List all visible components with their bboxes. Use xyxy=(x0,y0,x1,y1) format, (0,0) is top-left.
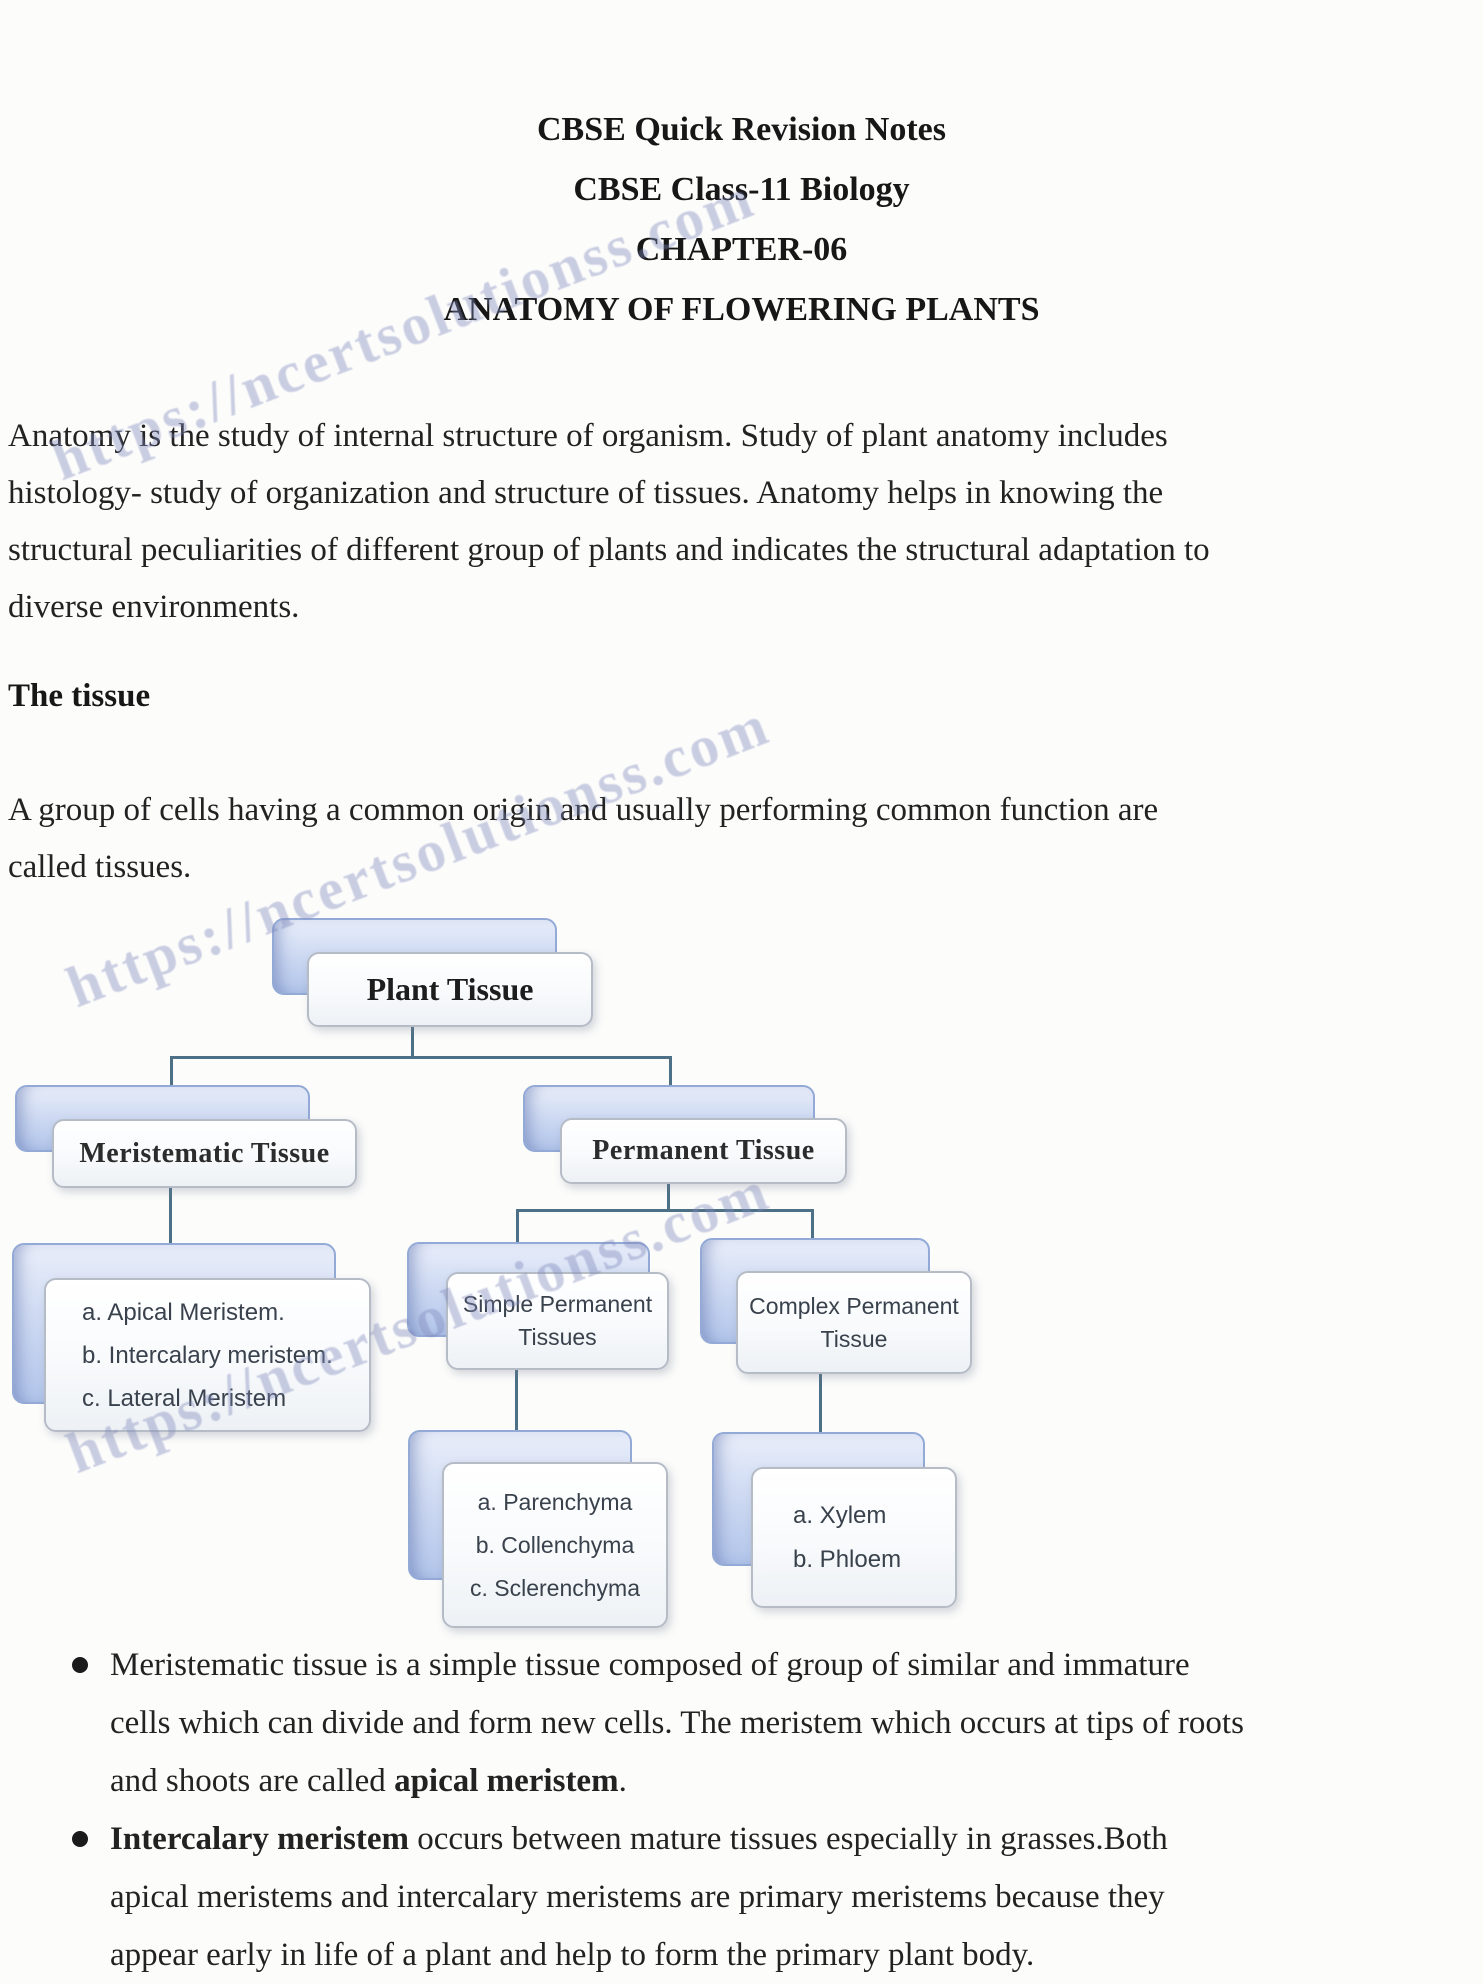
bullet-dot-icon xyxy=(72,1831,88,1847)
title-block: CBSE Quick Revision Notes CBSE Class-11 … xyxy=(0,100,1483,340)
bullet-dot-icon xyxy=(72,1657,88,1673)
connector-simple-children xyxy=(515,1370,518,1432)
bullet1-line1: Meristematic tissue is a simple tissue c… xyxy=(110,1647,1190,1683)
bullet2-line3: appear early in life of a plant and help… xyxy=(110,1937,1035,1973)
connector-drop-complex xyxy=(811,1209,814,1240)
connector-level1-bar xyxy=(170,1056,672,1059)
simple-type-sclerenchyma: c. Sclerenchyma xyxy=(469,1574,640,1601)
intro-line1: Anatomy is the study of internal structu… xyxy=(8,418,1168,454)
doc-title-line1: CBSE Quick Revision Notes xyxy=(537,111,946,148)
meristem-type-apical: a. Apical Meristem. xyxy=(82,1298,285,1326)
complex-type-xylem: a. Xylem xyxy=(793,1501,887,1529)
bullet1-line2: cells which can divide and form new cell… xyxy=(110,1705,1244,1741)
bullet-meristematic-tissue: Meristematic tissue is a simple tissue c… xyxy=(0,1636,1483,1810)
doc-title-line3: CHAPTER-06 xyxy=(635,231,848,268)
intro-line3: structural peculiarities of different gr… xyxy=(8,532,1210,568)
complex-permanent-node: Complex Permanent Tissue xyxy=(736,1271,972,1374)
doc-title-line2: CBSE Class-11 Biology xyxy=(573,171,910,208)
permanent-node: Permanent Tissue xyxy=(560,1118,847,1184)
bullet2-line2: apical meristems and intercalary meriste… xyxy=(110,1879,1165,1915)
connector-complex-children xyxy=(819,1374,822,1436)
meristem-type-lateral: c. Lateral Meristem xyxy=(82,1384,287,1412)
meristematic-node: Meristematic Tissue xyxy=(52,1119,357,1188)
connector-root-stem xyxy=(411,1027,414,1059)
tissue-line2: called tissues. xyxy=(8,849,192,885)
meristem-types-node: a. Apical Meristem. b. Intercalary meris… xyxy=(44,1278,371,1432)
meristematic-node-label: Meristematic Tissue xyxy=(79,1137,330,1169)
intro-line2: histology- study of organization and str… xyxy=(8,475,1164,511)
simple-permanent-label-line2: Tissues xyxy=(518,1324,597,1350)
intro-line4: diverse environments. xyxy=(8,589,300,625)
bullet2-line1: Intercalary meristem occurs between matu… xyxy=(110,1821,1168,1857)
tissue-line1: A group of cells having a common origin … xyxy=(8,792,1159,828)
permanent-node-label: Permanent Tissue xyxy=(592,1135,815,1166)
root-node-label: Plant Tissue xyxy=(366,971,534,1007)
simple-permanent-node: Simple Permanent Tissues xyxy=(446,1272,669,1370)
doc-title-line4: ANATOMY OF FLOWERING PLANTS xyxy=(443,291,1040,328)
notes-bullet-list: Meristematic tissue is a simple tissue c… xyxy=(0,1636,1483,1984)
complex-permanent-label-line1: Complex Permanent xyxy=(749,1292,959,1319)
intercalary-meristem-term: Intercalary meristem xyxy=(110,1821,410,1857)
tissue-paragraph: A group of cells having a common origin … xyxy=(8,782,1158,896)
complex-types-node: a. Xylem b. Phloem xyxy=(751,1467,957,1608)
complex-permanent-label-line2: Tissue xyxy=(820,1325,888,1352)
intro-paragraph: Anatomy is the study of internal structu… xyxy=(8,408,1210,636)
connector-level2-bar xyxy=(516,1209,814,1212)
root-node: Plant Tissue xyxy=(307,952,593,1027)
complex-type-phloem: b. Phloem xyxy=(793,1545,902,1573)
bullet1-line3: and shoots are called apical meristem. xyxy=(110,1763,627,1799)
connector-drop-permanent xyxy=(669,1056,672,1087)
connector-permanent-stem xyxy=(667,1184,670,1212)
simple-types-node: a. Parenchyma b. Collenchyma c. Sclerenc… xyxy=(442,1462,668,1628)
simple-permanent-label-line1: Simple Permanent xyxy=(462,1291,653,1317)
bullet-intercalary-meristem: Intercalary meristem occurs between matu… xyxy=(0,1810,1483,1984)
meristem-type-intercalary: b. Intercalary meristem. xyxy=(82,1341,333,1369)
apical-meristem-term: apical meristem xyxy=(394,1763,619,1799)
connector-drop-simple xyxy=(516,1209,519,1244)
section-heading: The tissue xyxy=(8,678,151,714)
simple-type-collenchyma: b. Collenchyma xyxy=(475,1531,635,1558)
simple-type-parenchyma: a. Parenchyma xyxy=(477,1488,633,1515)
connector-drop-meristematic xyxy=(170,1056,173,1087)
connector-meristematic-children xyxy=(169,1188,172,1245)
